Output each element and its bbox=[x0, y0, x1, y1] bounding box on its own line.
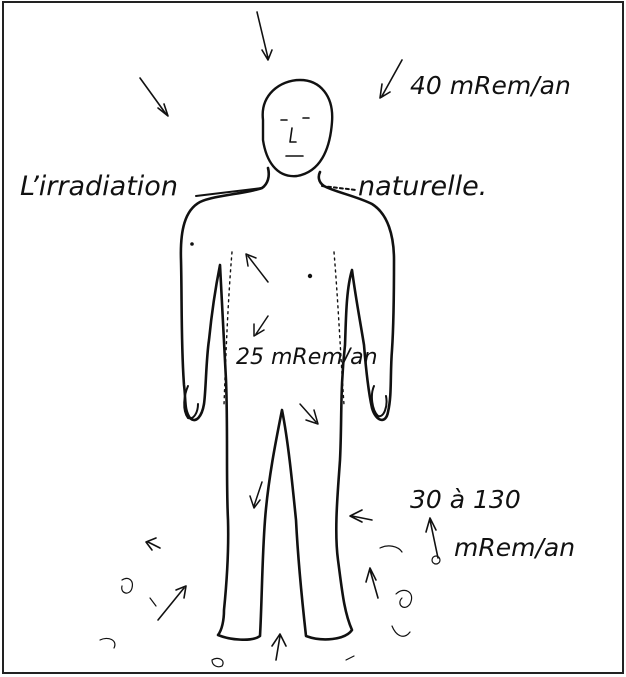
internal-radiation-arrows bbox=[190, 242, 318, 508]
stone-2 bbox=[100, 638, 115, 648]
page-border bbox=[3, 2, 623, 673]
figure-face bbox=[281, 118, 309, 156]
stone-5 bbox=[392, 626, 410, 636]
dot-shoulder-left bbox=[190, 242, 194, 246]
label-title-left: L’irradiation bbox=[20, 171, 178, 202]
arrow-torso-1 bbox=[246, 254, 268, 282]
dot-torso-1 bbox=[308, 274, 312, 278]
label-internal: 25 mRem/an bbox=[236, 345, 378, 370]
arrow-top-left bbox=[140, 78, 168, 116]
arrow-ground-left bbox=[146, 538, 160, 550]
stone-4 bbox=[396, 590, 412, 607]
ground-stones bbox=[100, 546, 440, 667]
arrow-ground-lower-left bbox=[158, 586, 186, 620]
arrow-ground-right bbox=[366, 568, 378, 598]
stone-9 bbox=[432, 556, 440, 564]
figure-hand-right bbox=[372, 386, 387, 416]
ground-radiation-arrows bbox=[146, 510, 438, 660]
arrow-right-leg bbox=[350, 510, 372, 522]
arrow-top-center bbox=[257, 12, 272, 60]
label-ground-line1: 30 à 130 bbox=[410, 485, 521, 514]
label-ground-line2: mRem/an bbox=[454, 533, 575, 562]
arrow-label-ground bbox=[426, 518, 438, 558]
arrow-top-right bbox=[380, 60, 402, 98]
arrow-torso-3 bbox=[300, 404, 318, 424]
label-title-right: naturelle. bbox=[358, 171, 487, 202]
cosmic-ray-arrows bbox=[140, 12, 402, 116]
stone-7 bbox=[346, 656, 354, 660]
stone-8 bbox=[150, 598, 156, 606]
label-cosmic: 40 mRem/an bbox=[410, 71, 571, 100]
figure-head bbox=[263, 80, 332, 176]
arrow-torso-2 bbox=[254, 316, 268, 336]
arrow-ground-center bbox=[272, 634, 286, 660]
stone-3 bbox=[212, 658, 223, 666]
figure-body-outline bbox=[181, 168, 394, 640]
stone-1 bbox=[122, 578, 133, 593]
arrow-leg-left bbox=[250, 482, 262, 508]
stone-6 bbox=[380, 546, 402, 552]
